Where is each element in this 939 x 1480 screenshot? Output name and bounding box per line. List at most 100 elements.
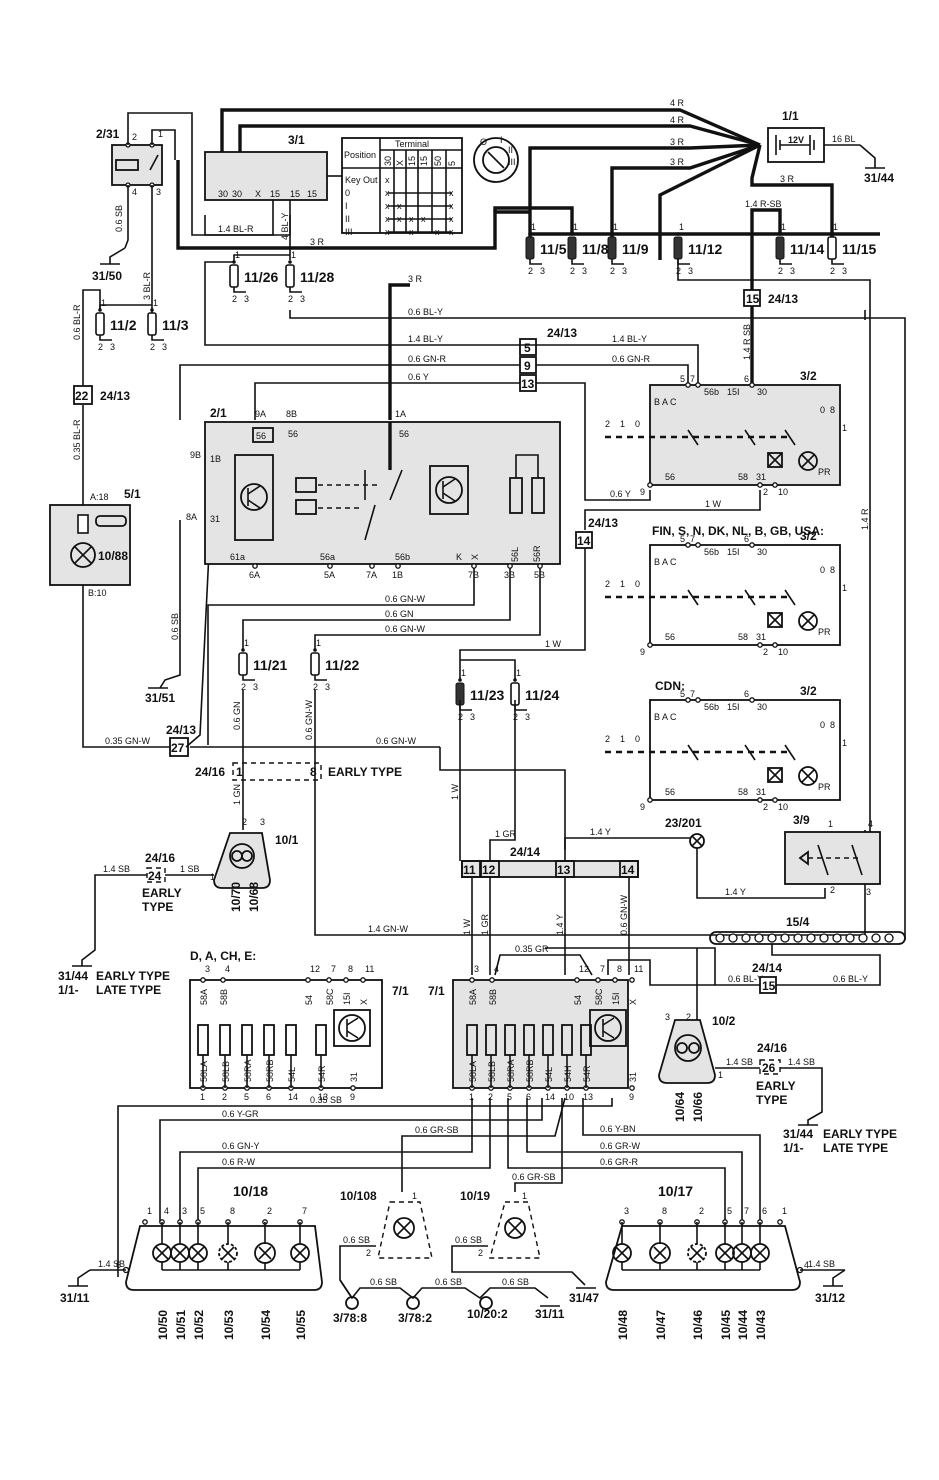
label: 31 [756, 787, 766, 797]
fuse-body [567, 236, 577, 260]
svg-text:4 R: 4 R [670, 115, 685, 125]
svg-text:1 GR: 1 GR [495, 829, 517, 839]
position-row: II [345, 214, 350, 224]
svg-text:15: 15 [307, 189, 317, 199]
label: 10 [778, 647, 788, 657]
label: 9 [629, 1092, 634, 1102]
plate-lamp-10-108: 10/108 1 2 0.6 SB [339, 1189, 433, 1299]
connector-24-14-pin-15: 15 24/14 0.6 BL-Y 0.6 BL-Y [545, 944, 881, 994]
svg-text:Position: Position [344, 150, 376, 160]
label: 30 [757, 547, 767, 557]
svg-text:56b: 56b [395, 552, 410, 562]
switch-body [649, 699, 841, 801]
svg-text:24/16: 24/16 [145, 851, 175, 865]
feed-wires: 4 R 4 R 3 R 3 R 3 R 3 R [176, 98, 880, 260]
label: 8 [830, 565, 835, 575]
pin [685, 697, 691, 703]
svg-text:1.4 R SB: 1.4 R SB [742, 324, 752, 360]
label: 11/3 [162, 317, 189, 333]
wires-mid: 0.6 GN-W 0.6 GN 0.6 GN-W 1 W 0.35 GN-W 0… [105, 548, 586, 850]
label: 56 [665, 632, 675, 642]
pin [537, 563, 543, 569]
switch-id: 3/2 [800, 529, 817, 543]
label: 11/22 [325, 657, 359, 673]
svg-text:2: 2 [478, 1248, 483, 1258]
svg-text:10/1: 10/1 [275, 833, 299, 847]
pin [327, 563, 333, 569]
label: 2 [763, 647, 768, 657]
svg-text:1.4 BL-R: 1.4 BL-R [218, 224, 254, 234]
label: 6 [762, 1206, 767, 1216]
label: 5 [507, 1092, 512, 1102]
svg-text:7/1: 7/1 [392, 984, 409, 998]
label: 2 [241, 682, 246, 692]
svg-text:22: 22 [75, 389, 89, 403]
svg-text:0.6 SB: 0.6 SB [114, 205, 124, 232]
label: 58RB [265, 1059, 275, 1082]
switch-body [649, 384, 841, 486]
svg-text:1: 1 [718, 1070, 723, 1080]
svg-text:1.4 Y: 1.4 Y [725, 887, 746, 897]
label: 15I [727, 387, 740, 397]
label: 54 [573, 995, 583, 1005]
svg-text:4: 4 [868, 819, 873, 829]
label: 8 [230, 1206, 235, 1216]
connector-24-16: 24/16 1 8 EARLY TYPE [195, 762, 402, 781]
svg-text:56a: 56a [320, 552, 335, 562]
svg-text:1.4 BL-Y: 1.4 BL-Y [612, 334, 647, 344]
svg-text:3/78:2: 3/78:2 [398, 1311, 432, 1325]
svg-text:14: 14 [621, 863, 635, 877]
label: 1 [679, 222, 684, 232]
label: 54R [317, 1065, 327, 1082]
connector-24-13-pin-27 [169, 737, 189, 757]
svg-text:30: 30 [218, 189, 228, 199]
bus-terminal [754, 933, 764, 943]
label: 58A [468, 989, 478, 1005]
svg-text:Terminal: Terminal [395, 139, 429, 149]
ignition-pins: 30 30 X 15 15 15 [218, 189, 317, 199]
label: 54R [582, 1065, 592, 1082]
connector-24-13-stack: 24/13 5 9 13 14 24/13 22 24/13 [73, 326, 618, 549]
pin [469, 977, 475, 983]
svg-text:0.6 GN-W: 0.6 GN-W [304, 699, 314, 740]
svg-text:0.6 GN-R: 0.6 GN-R [612, 354, 651, 364]
label: PR [818, 627, 831, 637]
svg-text:LATE TYPE: LATE TYPE [96, 983, 161, 997]
svg-text:26: 26 [762, 1061, 776, 1075]
label: 2 [763, 487, 768, 497]
label: 15I [611, 992, 621, 1005]
svg-text:0.6 GN-W: 0.6 GN-W [385, 594, 426, 604]
svg-text:0.6 Y: 0.6 Y [408, 372, 429, 382]
label: 1.4 SB [808, 1259, 835, 1269]
switch-id: 3/2 [800, 684, 817, 698]
pin [695, 382, 701, 388]
svg-text:24/14: 24/14 [510, 845, 540, 859]
svg-text:X: X [255, 189, 261, 199]
svg-text:0.6 SB: 0.6 SB [343, 1235, 370, 1245]
label: 5 [680, 534, 685, 544]
label: 6 [744, 689, 749, 699]
label: 3 [325, 682, 330, 692]
label: 11 [634, 964, 643, 974]
contact-mark: x [409, 214, 414, 224]
bulb-id: 10/46 [691, 1310, 705, 1340]
label: 7 [690, 534, 695, 544]
label: 3 [300, 294, 305, 304]
svg-text:1.4 SB: 1.4 SB [726, 1057, 753, 1067]
svg-text:1.4 Y: 1.4 Y [590, 827, 611, 837]
transistor-block [589, 1009, 627, 1047]
label: 11/14 [790, 241, 824, 257]
svg-text:27: 27 [171, 741, 185, 755]
svg-text:1.4 BL-Y: 1.4 BL-Y [408, 334, 443, 344]
pin [574, 977, 580, 983]
label: 58RB [525, 1059, 535, 1082]
label: 1B [392, 570, 403, 580]
label: 1 [833, 222, 838, 232]
label: 4 [225, 964, 230, 974]
label: 11/24 [525, 687, 559, 703]
svg-text:0.6 GN-R: 0.6 GN-R [408, 354, 447, 364]
switch-body [649, 544, 841, 646]
